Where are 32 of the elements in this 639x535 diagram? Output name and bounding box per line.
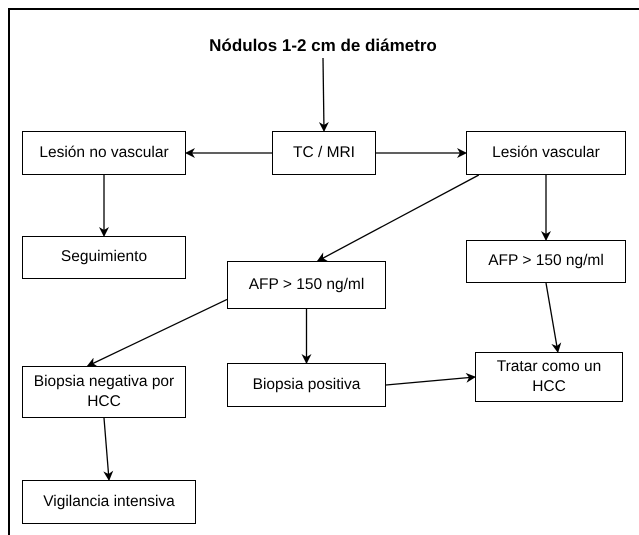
arrow <box>103 418 114 481</box>
process-box <box>272 131 376 175</box>
box-label: AFP > 150 ng/ml <box>248 274 364 295</box>
process-box <box>227 261 386 309</box>
box-label: Biopsia positiva <box>252 374 360 395</box>
process-box <box>22 366 186 418</box>
box-label: Biopsia negativa por HCC <box>32 372 176 412</box>
box-label: Lesión vascular <box>492 142 600 163</box>
arrow <box>86 298 228 367</box>
heading-text: Nódulos 1-2 cm de diámetro <box>180 34 466 58</box>
box-label: Tratar como un HCC <box>496 356 602 397</box>
box-label: Vigilancia intensiva <box>43 492 175 512</box>
box-label: Seguimiento <box>60 247 148 268</box>
process-box <box>22 236 186 279</box>
box-label: AFP > 150 ng/ml <box>488 251 604 272</box>
arrow <box>99 175 109 237</box>
arrow <box>318 58 329 132</box>
process-box <box>227 363 386 407</box>
arrow <box>302 309 312 364</box>
process-box <box>466 240 626 283</box>
arrow <box>386 372 476 386</box>
arrow <box>376 148 467 158</box>
box-label: Lesión no vascular <box>39 142 169 163</box>
process-box <box>22 480 196 524</box>
arrow <box>185 148 272 158</box>
process-box <box>22 131 186 175</box>
arrow <box>545 282 562 353</box>
process-box <box>466 131 626 175</box>
arrow <box>316 174 480 262</box>
box-label: TC / MRI <box>293 142 355 163</box>
process-box <box>475 352 623 402</box>
arrow <box>541 175 551 241</box>
